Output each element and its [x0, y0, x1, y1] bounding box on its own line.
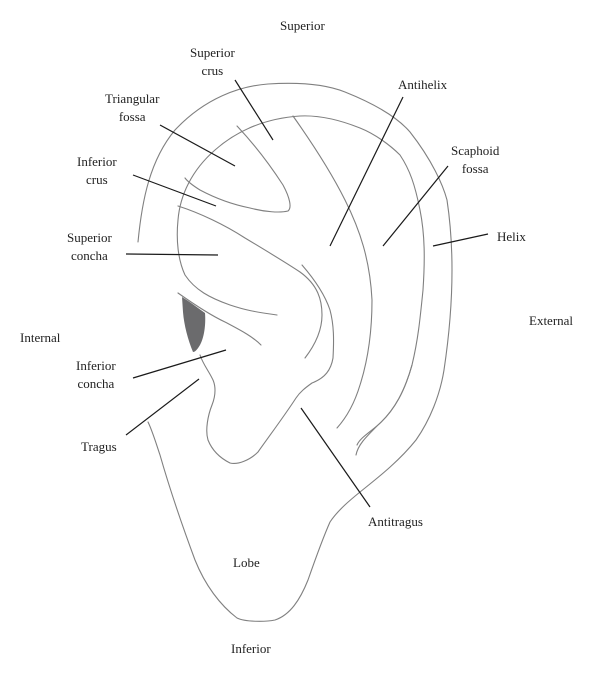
leader-triangular-fossa — [159, 124, 236, 167]
leader-antihelix — [329, 96, 404, 247]
helix-outer-outline — [137, 82, 453, 622]
label-superior-concha: Superior concha — [67, 229, 112, 265]
label-triangular-fossa: Triangular fossa — [105, 90, 159, 126]
orientation-inferior: Inferior — [231, 640, 271, 658]
concha-lower-outline — [177, 292, 262, 346]
inferior-crus-outline — [177, 205, 323, 359]
label-antitragus-line1: Antitragus — [368, 514, 423, 529]
label-inferior-crus-line2: crus — [86, 172, 108, 187]
label-triangular-fossa-line1: Triangular — [105, 91, 160, 106]
leader-superior-concha — [125, 253, 219, 256]
orientation-superior: Superior — [280, 17, 325, 35]
label-inferior-concha-line1: Inferior — [76, 358, 116, 373]
label-triangular-fossa-line2: fossa — [118, 109, 146, 124]
label-inferior-crus-line1: Inferior — [77, 154, 117, 169]
scaphoid-lower-outline — [355, 364, 413, 456]
orientation-internal-text: Internal — [20, 330, 61, 345]
leader-tragus — [125, 378, 200, 436]
label-superior-crus: Superior crus — [190, 44, 235, 80]
label-inferior-crus: Inferior crus — [77, 153, 117, 189]
label-lobe: Lobe — [233, 554, 260, 572]
orientation-inferior-text: Inferior — [231, 641, 271, 656]
label-antihelix: Antihelix — [398, 76, 447, 94]
orientation-internal: Internal — [20, 329, 60, 347]
label-antihelix-line1: Antihelix — [398, 77, 448, 92]
label-tragus-line1: Tragus — [81, 439, 117, 454]
label-lobe-line1: Lobe — [233, 555, 260, 570]
leader-inferior-crus — [132, 174, 217, 207]
label-inferior-concha: Inferior concha — [76, 357, 116, 393]
leader-scaphoid-fossa — [382, 165, 449, 247]
label-antitragus: Antitragus — [368, 513, 423, 531]
triangular-fossa-outline — [184, 125, 291, 213]
leader-antitragus — [300, 407, 371, 508]
label-scaphoid-fossa: Scaphoid fossa — [451, 142, 499, 178]
label-inferior-concha-line2: concha — [77, 376, 115, 391]
orientation-superior-text: Superior — [280, 18, 325, 33]
label-superior-concha-line2: concha — [70, 248, 108, 263]
leader-helix — [432, 233, 489, 247]
label-superior-concha-line1: Superior — [67, 230, 112, 245]
label-tragus: Tragus — [81, 438, 117, 456]
leader-inferior-concha — [132, 349, 227, 379]
label-helix: Helix — [497, 228, 526, 246]
shaded-notch-region — [182, 297, 206, 352]
label-superior-crus-line1: Superior — [190, 45, 235, 60]
helix-crus-outline — [176, 219, 278, 316]
label-helix-line1: Helix — [497, 229, 526, 244]
leader-superior-crus — [234, 79, 274, 141]
orientation-external-text: External — [529, 313, 574, 328]
orientation-external: External — [529, 312, 573, 330]
label-scaphoid-fossa-line2: fossa — [461, 161, 489, 176]
label-superior-crus-line2: crus — [201, 63, 224, 78]
antihelix-outline — [292, 115, 373, 429]
concha-bowl-outline — [199, 264, 335, 464]
label-scaphoid-fossa-line1: Scaphoid — [451, 143, 500, 158]
